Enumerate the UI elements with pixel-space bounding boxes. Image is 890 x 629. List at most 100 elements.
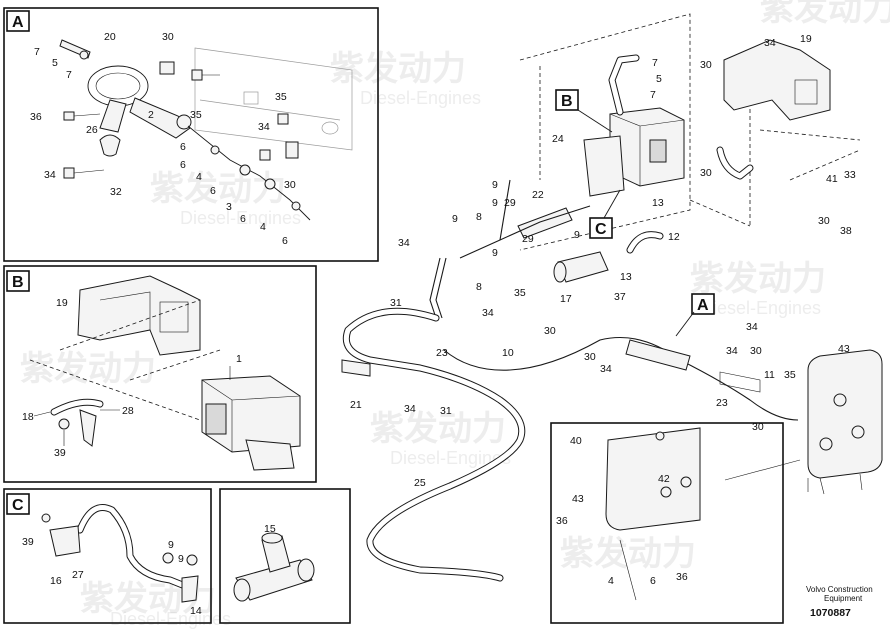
part-number-label: 34 (746, 321, 758, 333)
part-number-label: 34 (404, 403, 416, 415)
part-number-label: 15 (264, 523, 276, 535)
bracket-window (794, 79, 818, 105)
fuel-line (459, 205, 591, 259)
tube-22 (517, 207, 573, 239)
part-number-label: 10 (502, 347, 514, 359)
owner-line-2: Equipment (824, 594, 863, 603)
main-assembly: 34 19 30 7 5 7 24 9 22 29 8 9 29 9 34 13… (341, 13, 883, 624)
heater-pump (245, 439, 295, 471)
part-number-label: 3 (226, 201, 232, 213)
cab-panel (194, 47, 353, 151)
part-number-label: 36 (676, 571, 688, 583)
watermark-text: Diesel-Engines (110, 609, 231, 629)
handle-ring-inner (95, 72, 141, 100)
part-number-label: 5 (656, 73, 662, 85)
pump-16 (49, 525, 81, 557)
part-number-label: 7 (34, 46, 40, 58)
screw-icon (63, 167, 75, 179)
part-number-label: 36 (556, 515, 568, 527)
part-number-label: 29 (522, 233, 534, 245)
callout-c-box (589, 217, 613, 239)
mounting-bracket (77, 275, 201, 356)
part-number-label: 31 (440, 405, 452, 417)
cab-panel-line (199, 99, 341, 121)
watermark-text: 紫发动力 (560, 535, 696, 573)
detail-view-c: C 39 27 16 9 9 14 (3, 488, 212, 624)
t-piece-end (233, 578, 251, 602)
clamp-part (162, 552, 174, 564)
detail-view-b: B 19 1 18 28 39 (3, 265, 317, 483)
part-number-label: 42 (658, 473, 670, 485)
callout-c: C (589, 189, 621, 239)
watermark-text: 紫发动力 (690, 260, 826, 298)
part-number-label: 38 (840, 225, 852, 237)
tank-close-up (605, 427, 701, 531)
part-number-label: 13 (652, 197, 664, 209)
part-number-label: 37 (614, 291, 626, 303)
part-number-label: 11 (764, 369, 775, 381)
part-number-label: 23 (436, 347, 448, 359)
part-number-label: 30 (162, 31, 174, 43)
part-number-label: 30 (750, 345, 762, 357)
cable-clip (264, 178, 276, 190)
cable-nut (176, 114, 192, 130)
callout-c-label: C (595, 221, 607, 238)
part-number-label: 32 (110, 186, 122, 198)
part-number-label: 39 (54, 447, 66, 459)
main-labels: 34 19 30 7 5 7 24 9 22 29 8 9 29 9 34 13… (350, 33, 856, 587)
clip-part (159, 61, 175, 75)
screw-icon (259, 149, 271, 161)
part-number-label: 8 (476, 211, 482, 223)
callout-a-label: A (697, 297, 709, 314)
part-number-label: 12 (668, 231, 680, 243)
detail-a-frame (3, 7, 379, 262)
detail-a-tag-label: A (12, 14, 24, 31)
detail-c-tag (6, 493, 30, 515)
detail-15-frame (219, 488, 351, 624)
part-number-label: 6 (210, 185, 216, 197)
part-number-label: 9 (492, 197, 498, 209)
bracket-30 (285, 141, 299, 159)
clamp-screw (79, 50, 89, 60)
part-number-label: 23 (716, 397, 728, 409)
part-number-label: 30 (284, 179, 296, 191)
elbow-14 (181, 575, 199, 603)
panel-hole (321, 121, 339, 135)
heater-label-plate (205, 403, 227, 435)
part-number-label: 4 (196, 171, 202, 183)
cable-clip (239, 164, 251, 176)
watermark-text: 紫发动力 (330, 50, 466, 88)
detail-c-labels: 39 27 16 9 9 14 (22, 536, 202, 617)
fuel-pipe (429, 257, 441, 319)
part-number-label: 20 (104, 31, 116, 43)
part-number-label: 28 (122, 405, 134, 417)
detail-c-frame (3, 488, 212, 624)
part-number-label: 26 (86, 124, 98, 136)
panel-box (243, 91, 259, 105)
relay-21 (341, 359, 371, 377)
control-unit-a (625, 339, 691, 371)
detail-leader (724, 459, 801, 481)
detail-view-a: A (3, 7, 379, 262)
part-number-label: 9 (492, 247, 498, 259)
part-number-label: 1 (236, 353, 242, 365)
part-number-label: 22 (532, 189, 544, 201)
part-number-label: 4 (260, 221, 266, 233)
part-number-label: 9 (168, 539, 174, 551)
part-number-label: 6 (282, 235, 288, 247)
detail-b-tag (6, 270, 30, 292)
drawing-number: 1070887 (810, 607, 851, 619)
watermark-text: Diesel-Engines (700, 298, 821, 318)
part-number-label: 9 (492, 179, 498, 191)
part-number-label: 30 (700, 59, 712, 71)
part-number-label: 34 (600, 363, 612, 375)
detail-b-labels: 19 1 18 28 39 (22, 297, 242, 459)
part-number-label: 34 (398, 237, 410, 249)
part-number-label: 27 (72, 569, 84, 581)
screw-shaft (73, 113, 101, 117)
detail-b-tag-label: B (12, 274, 24, 291)
watermark-text: 紫发动力 (760, 0, 890, 28)
part-number-label: 30 (544, 325, 556, 337)
part-number-label: 35 (784, 369, 796, 381)
bracket-window (159, 301, 189, 333)
